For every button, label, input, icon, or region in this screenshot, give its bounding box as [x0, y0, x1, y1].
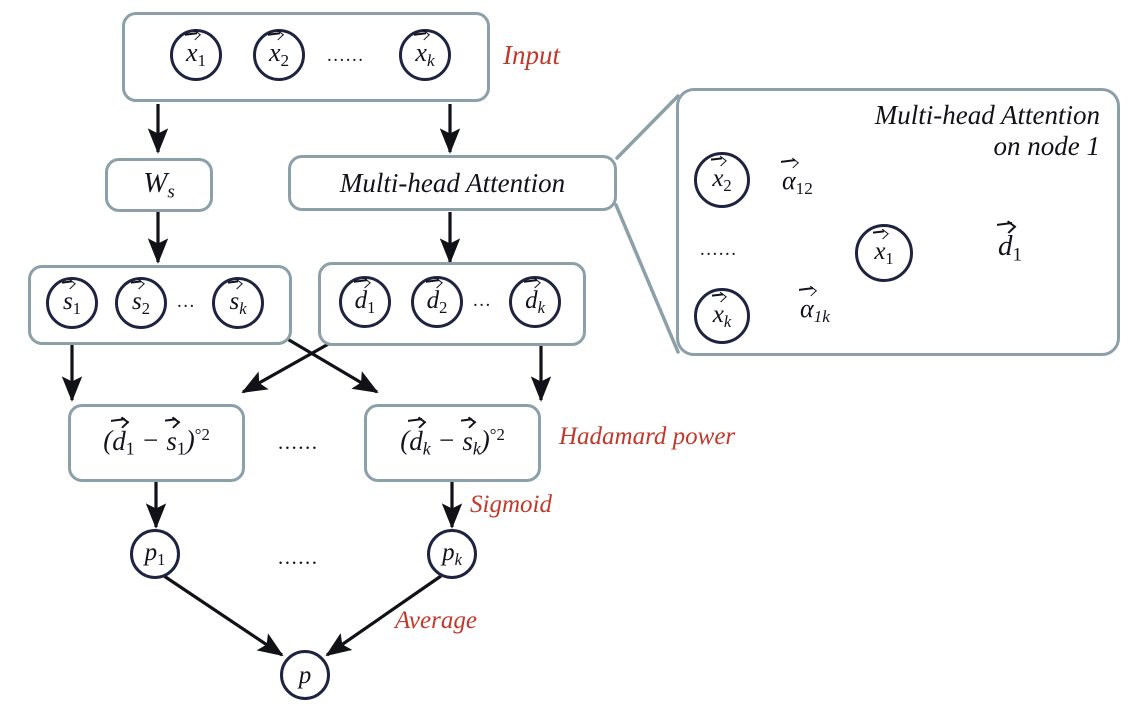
inset-output-d1-sub: 1	[1012, 244, 1023, 266]
inset-node-x1-sub: 1	[885, 248, 894, 268]
d-node-dk: dk	[509, 276, 561, 328]
inset-title: Multi-head Attention on node 1	[790, 100, 1100, 163]
input-node-xk-sub: k	[426, 51, 435, 71]
hadamard-left-power: °2	[194, 425, 210, 445]
label-average: Average	[395, 607, 477, 634]
s-node-s2-sub: 2	[141, 298, 150, 318]
inset-title-line2: on node 1	[993, 131, 1100, 162]
hadamard-box-left: (d1 − s1)°2	[68, 404, 245, 482]
attention-box-label: Multi-head Attention	[339, 167, 566, 198]
p-node-p1: p1	[130, 529, 180, 579]
s-ellipsis: ...	[177, 291, 196, 312]
s-node-sk: sk	[212, 277, 264, 329]
inset-title-line1: Multi-head Attention	[874, 100, 1100, 130]
d-node-d1-sub: 1	[367, 297, 376, 317]
ws-box: Ws	[105, 158, 213, 212]
input-node-xk: xk	[399, 29, 451, 81]
d-ellipsis: ...	[473, 290, 492, 311]
input-ellipsis: ......	[327, 45, 365, 66]
label-sigmoid: Sigmoid	[470, 491, 552, 518]
inset-node-x1-target: x1	[855, 224, 913, 282]
d-node-d2-sub: 2	[439, 297, 448, 317]
input-node-x2: x2	[253, 29, 305, 81]
hadamard-right-d-sub: k	[422, 438, 431, 459]
d-node-d1: d1	[339, 276, 391, 328]
p-ellipsis: ......	[278, 545, 319, 569]
hadamard-box-right: (dk − sk)°2	[364, 404, 541, 482]
hadamard-left-d-sub: 1	[125, 438, 135, 459]
label-input: Input	[503, 40, 560, 70]
p-node-pk: pk	[427, 529, 477, 579]
inset-output-d1: d1	[998, 230, 1023, 266]
inset-node-xk-sub: k	[723, 311, 732, 331]
inset-alpha-12: α12	[782, 166, 813, 199]
attention-box: Multi-head Attention	[288, 155, 617, 211]
s-node-s2: s2	[115, 277, 167, 329]
input-node-x1-sub: 1	[197, 51, 207, 71]
hadamard-left-s-sub: 1	[176, 438, 186, 459]
input-node-x2-sub: 2	[280, 51, 290, 71]
label-hadamard-power: Hadamard power	[559, 423, 736, 450]
inset-alpha-12-sub: 12	[795, 179, 813, 199]
p-node-p1-sub: 1	[157, 549, 166, 569]
inset-node-xk: xk	[694, 288, 750, 344]
p-node-final: p	[280, 650, 330, 700]
hadamard-right-s-sub: k	[472, 438, 481, 459]
inset-alpha-1k-sub: 1k	[813, 307, 830, 327]
inset-panel	[676, 88, 1120, 356]
inset-alpha-1k: α1k	[800, 294, 830, 327]
inset-node-x2-sub: 2	[723, 175, 732, 195]
s-node-s1: s1	[46, 277, 98, 329]
hadamard-ellipsis: ......	[278, 430, 319, 454]
d-node-d2: d2	[411, 276, 463, 328]
s-node-s1-sub: 1	[72, 298, 81, 318]
d-node-dk-sub: k	[537, 297, 545, 317]
hadamard-right-power: °2	[489, 425, 505, 445]
p-node-pk-sub: k	[454, 549, 462, 569]
s-node-sk-sub: k	[239, 298, 247, 318]
arrow-p1-to-p	[163, 574, 284, 657]
ws-sub: s	[167, 181, 175, 203]
p-node-final-label: p	[298, 661, 312, 689]
input-node-x1: x1	[170, 29, 222, 81]
inset-ellipsis: ......	[700, 239, 738, 260]
callout-lines	[614, 94, 680, 354]
inset-node-x2: x2	[694, 152, 750, 208]
